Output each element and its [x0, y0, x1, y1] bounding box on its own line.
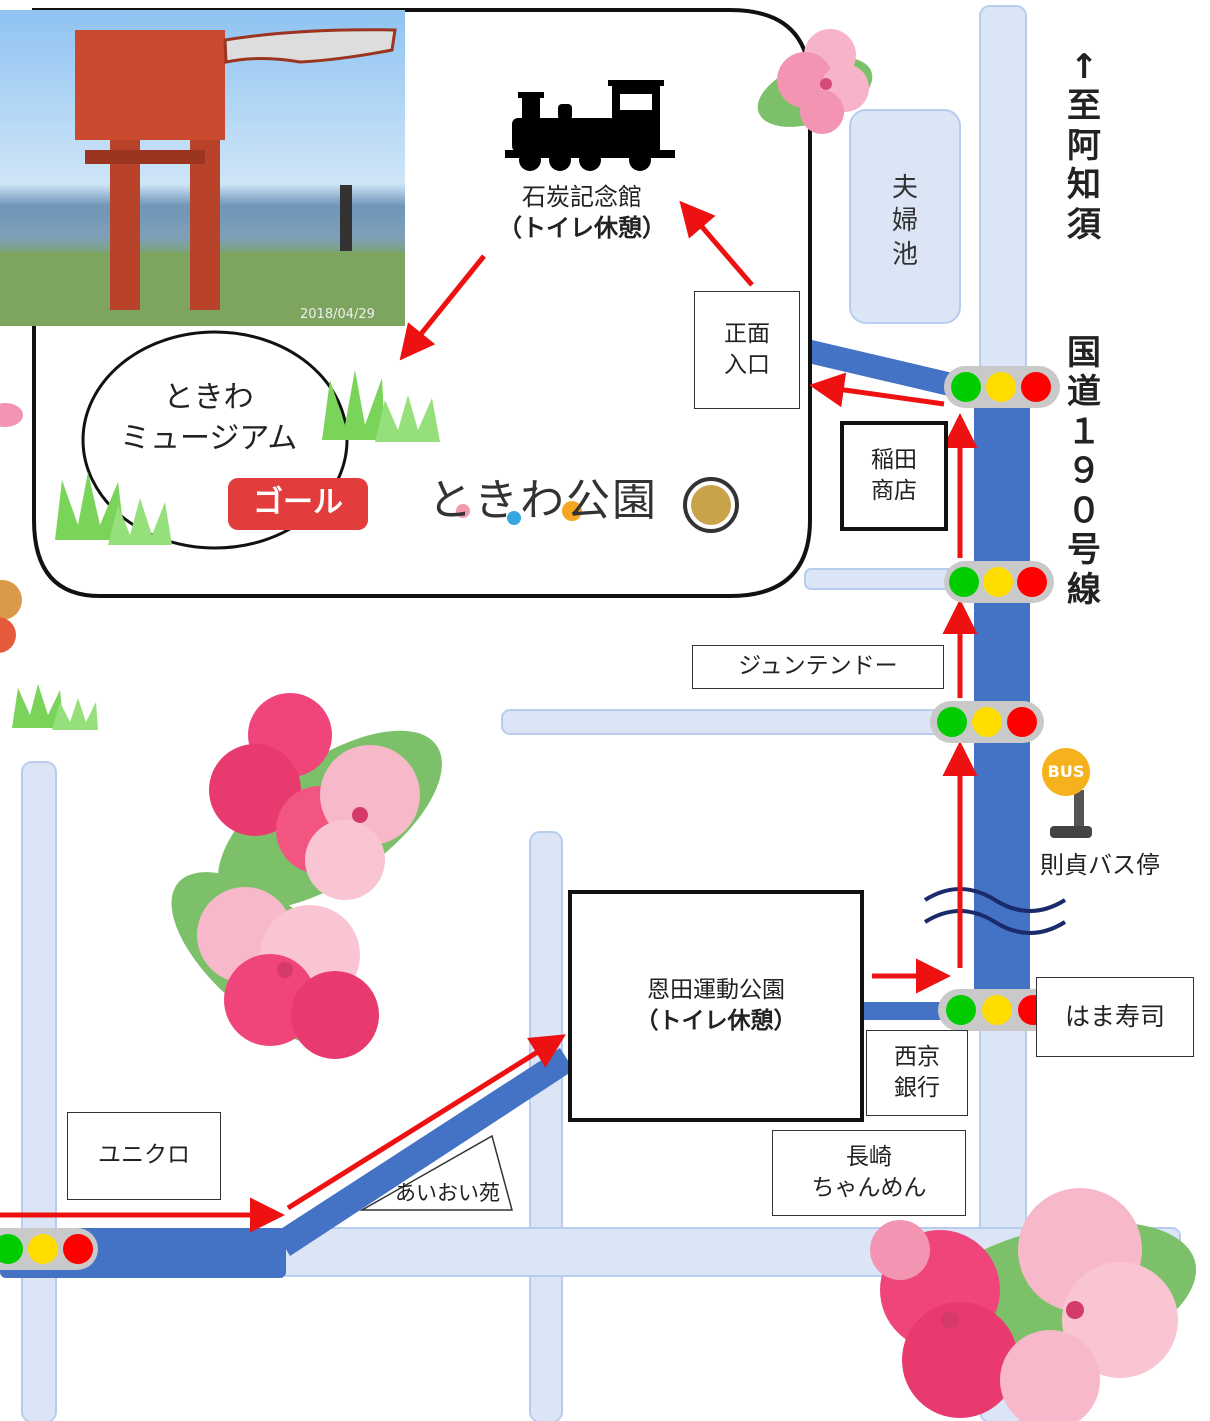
coal-museum-note: （トイレ休憩）	[498, 214, 666, 243]
hama-sushi-box: はま寿司	[1036, 977, 1194, 1057]
onda-park-name: 恩田運動公園	[647, 976, 785, 1003]
saikyo-bank-box: 西京 銀行	[866, 1030, 968, 1116]
edge-flower	[0, 403, 23, 427]
uniqlo-box: ユニクロ	[67, 1112, 221, 1200]
bus-stop-icon	[1042, 748, 1092, 838]
traffic-signal	[930, 701, 1044, 743]
traffic-signals	[0, 366, 1060, 1270]
saikyo-bank-line1: 西京	[894, 1043, 940, 1070]
coal-museum-name: 石炭記念館	[522, 183, 642, 211]
nagasaki-champon-line2: ちゃんめん	[811, 1175, 927, 1201]
road-diagonal	[276, 1048, 574, 1256]
edge-character	[0, 580, 22, 653]
traffic-signal	[0, 1228, 98, 1270]
nagasaki-champon-box: 長崎 ちゃんめん	[772, 1130, 966, 1216]
inada-shop-box: 稲田 商店	[840, 421, 948, 531]
museum-label-line2: ミュージアム	[120, 420, 298, 456]
azalea-top	[757, 29, 873, 134]
road-west-vertical	[21, 761, 57, 1421]
monument-photo	[0, 10, 405, 326]
traffic-signal	[938, 989, 1056, 1031]
direction-text: 至阿知須	[1067, 86, 1101, 245]
museum-label-line1: ときわ	[163, 380, 254, 415]
coal-museum-label: 石炭記念館 （トイレ休憩）	[498, 182, 666, 244]
azalea-center	[171, 693, 442, 1059]
main-entrance-box: 正面 入口	[694, 291, 800, 409]
logo-dots	[456, 477, 739, 533]
juntendo-label: ジュンテンドー	[738, 653, 898, 680]
bus-stop-label: 則貞バス停	[1040, 851, 1160, 879]
traffic-signal	[944, 366, 1060, 408]
locomotive-icon	[505, 80, 675, 171]
main-entrance-line1: 正面	[724, 320, 770, 347]
aioien-label: あいおい苑	[395, 1181, 500, 1205]
park-logo-text: ときわ公園	[428, 475, 658, 526]
goal-label: ゴール	[253, 485, 343, 520]
aioien-marker	[359, 1134, 513, 1211]
photo-timestamp: 2018/04/29	[300, 307, 375, 322]
museum-label: ときわ ミュージアム	[120, 378, 297, 459]
hama-sushi-label: はま寿司	[1064, 1002, 1165, 1032]
road-middle-vertical	[529, 831, 563, 1421]
road-inada-street	[804, 568, 956, 590]
road-juntendo-street	[501, 709, 943, 735]
direction-arrow: ↑	[1069, 47, 1099, 87]
grass-tufts	[12, 370, 440, 730]
road-break-marks	[923, 887, 1067, 935]
main-entrance-line2: 入口	[724, 352, 770, 378]
fufu-pond-label: 夫婦池	[891, 173, 918, 270]
route-arrow-9	[399, 254, 486, 361]
road-park-entrance	[812, 340, 974, 402]
saikyo-bank-line2: 銀行	[894, 1075, 940, 1101]
onda-park-note: （トイレ休憩）	[635, 1008, 797, 1034]
pond-fufu	[849, 109, 961, 324]
uniqlo-label: ユニクロ	[98, 1142, 190, 1169]
traffic-signal	[944, 561, 1054, 603]
inada-shop-line1: 稲田	[871, 446, 917, 473]
goal-badge	[228, 478, 368, 530]
route-arrows	[0, 200, 978, 1233]
azalea-bottom-right	[870, 1188, 1197, 1421]
route-arrow-2	[286, 1034, 566, 1211]
direction-label: ↑ 至阿知須	[1062, 47, 1106, 245]
onda-park-box: 恩田運動公園 （トイレ休憩）	[568, 890, 864, 1122]
nagasaki-champon-line1: 長崎	[846, 1143, 892, 1170]
route-arrow-8	[679, 200, 754, 287]
juntendo-box: ジュンテンドー	[692, 645, 944, 689]
inada-shop-line2: 商店	[871, 478, 917, 504]
route-arrow-7	[809, 372, 945, 408]
bus-sign-text: BUS	[1047, 762, 1085, 781]
